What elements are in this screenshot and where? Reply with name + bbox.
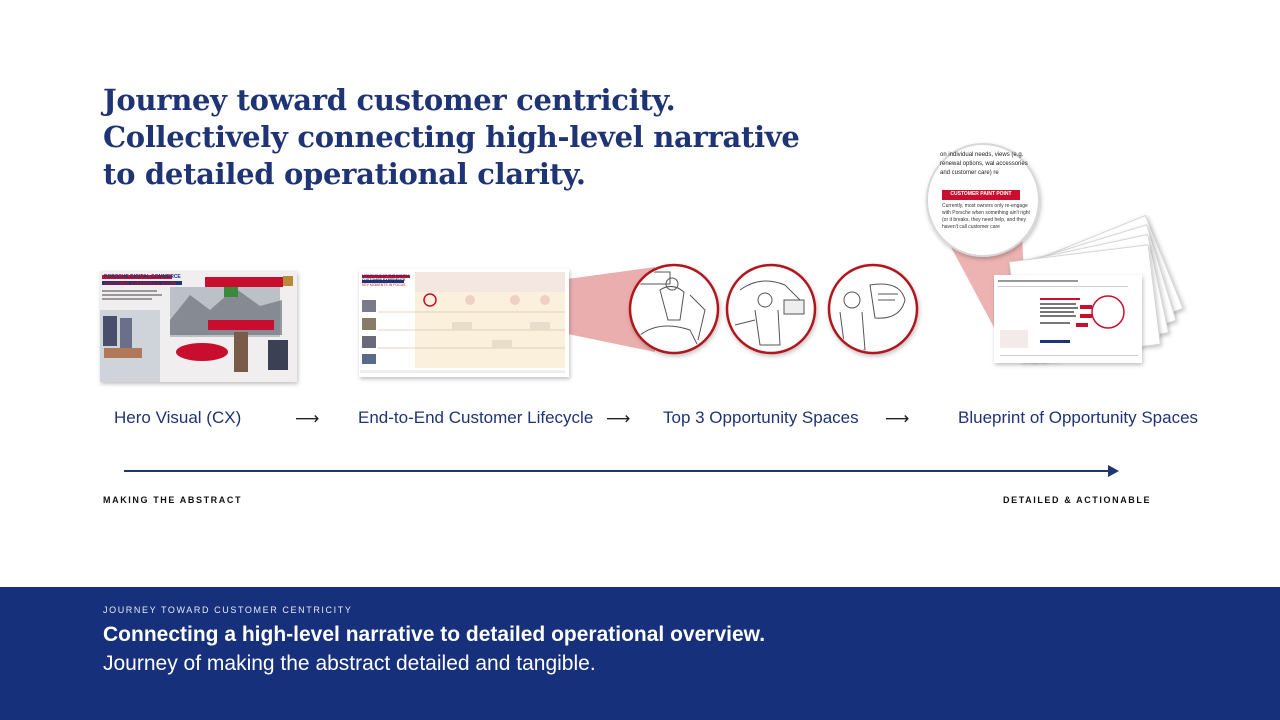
axis-start-label: MAKING THE ABSTRACT: [103, 495, 242, 505]
hero-thumbnail-subtitle: CUSTOMER EXPERIENCE VISION: [104, 281, 176, 286]
stage-label-blueprint: Blueprint of Opportunity Spaces: [958, 408, 1198, 428]
axis-end-label: DETAILED & ACTIONABLE: [1003, 495, 1151, 505]
lifecycle-thumbnail-subtitle: KEY MOMENTS IN FOCUS: [362, 283, 414, 287]
stage-label-customer-lifecycle: End-to-End Customer Lifecycle: [358, 408, 593, 428]
footer-banner: JOURNEY TOWARD CUSTOMER CENTRICITY Conne…: [0, 587, 1280, 720]
stage-arrow-2: ⟶: [606, 409, 630, 429]
opportunity-circle-3: [829, 265, 917, 353]
stage-label-hero-visual: Hero Visual (CX): [114, 408, 241, 428]
footer-statement-bold: Connecting a high-level narrative to det…: [103, 623, 765, 646]
stage-arrow-1: ⟶: [295, 409, 319, 429]
journey-illustrations: [0, 0, 1280, 400]
stage-label-opportunity-spaces: Top 3 Opportunity Spaces: [663, 408, 859, 428]
opportunity-circle-2: [727, 265, 815, 353]
hero-thumbnail-title: PORSCHE DIGITAL COMMERCE: [104, 274, 181, 280]
blueprint-zoom-badge: CUSTOMER PAINT POINT: [944, 191, 1018, 197]
blueprint-zoom-text-top: on individual needs, views (e.g. renewal…: [940, 151, 1036, 181]
progress-axis-line: [124, 470, 1114, 472]
stage-arrow-3: ⟶: [885, 409, 909, 429]
footer-statement: Connecting a high-level narrative to det…: [103, 620, 803, 678]
footer-statement-light: Journey of making the abstract detailed …: [103, 652, 596, 675]
footer-kicker: JOURNEY TOWARD CUSTOMER CENTRICITY: [103, 605, 352, 615]
hero-visual-thumbnail: [100, 271, 297, 382]
lifecycle-thumbnail-title: LIFECYCLE OF THE DIGITAL CUSTOMER EXPERI…: [362, 274, 414, 282]
progress-axis-arrowhead: [1108, 465, 1119, 477]
blueprint-zoom-text-body: Currently, most owners only re-engage wi…: [942, 203, 1030, 231]
opportunity-circle-1: [630, 265, 718, 353]
